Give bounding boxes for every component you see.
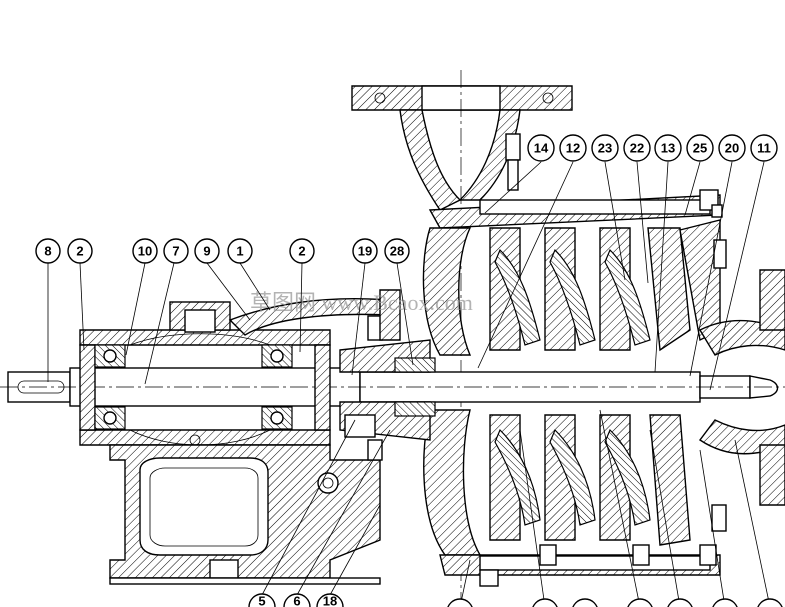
svg-text:28: 28 [390, 244, 404, 259]
callout-13: 13 [654, 134, 682, 162]
svg-text:12: 12 [566, 141, 580, 156]
callout-12: 12 [559, 134, 587, 162]
stuffing-box [339, 289, 436, 461]
callout-1: 1 [227, 238, 253, 264]
callout-28: 28 [384, 238, 410, 264]
callout-8: 8 [35, 238, 61, 264]
svg-text:19: 19 [358, 244, 372, 259]
flange-bolt [505, 133, 521, 191]
svg-text:1: 1 [236, 244, 243, 259]
callout-5: 5 [248, 593, 276, 607]
ball-bearing-right [261, 344, 293, 430]
svg-text:22: 22 [630, 141, 644, 156]
bracket-base [109, 444, 381, 585]
callout-7: 7 [163, 238, 189, 264]
svg-text:11: 11 [757, 141, 771, 156]
callout-2-right: 2 [289, 238, 315, 264]
svg-text:6: 6 [293, 594, 300, 607]
svg-text:7: 7 [172, 244, 179, 259]
leader-lines [47, 161, 771, 607]
svg-text:13: 13 [661, 141, 675, 156]
callout-11: 11 [750, 134, 778, 162]
pump-shaft [0, 367, 785, 407]
discharge-head [698, 239, 785, 532]
stage-casings-lower [423, 409, 721, 587]
svg-text:8: 8 [44, 244, 51, 259]
svg-text:5: 5 [258, 594, 265, 607]
callout-18: 18 [316, 593, 344, 607]
svg-text:10: 10 [138, 244, 152, 259]
svg-text:20: 20 [725, 141, 739, 156]
svg-text:9: 9 [203, 244, 210, 259]
callout-19: 19 [352, 238, 378, 264]
svg-text:2: 2 [298, 244, 305, 259]
stage-casings-upper [422, 189, 723, 356]
callout-9: 9 [194, 238, 220, 264]
svg-text:18: 18 [323, 594, 337, 607]
bearing-housing [79, 298, 391, 446]
callout-22: 22 [623, 134, 651, 162]
svg-text:14: 14 [534, 141, 549, 156]
callout-6: 6 [283, 593, 311, 607]
callout-10: 10 [132, 238, 158, 264]
callout-2-left: 2 [67, 238, 93, 264]
ball-bearing-left [94, 344, 126, 430]
svg-text:2: 2 [76, 244, 83, 259]
svg-text:25: 25 [693, 141, 707, 156]
callout-partial-bottom [447, 598, 783, 607]
callout-25: 25 [686, 134, 714, 162]
callout-23: 23 [591, 134, 619, 162]
callout-14: 14 [527, 134, 555, 162]
callout-20: 20 [718, 134, 746, 162]
svg-text:23: 23 [598, 141, 612, 156]
